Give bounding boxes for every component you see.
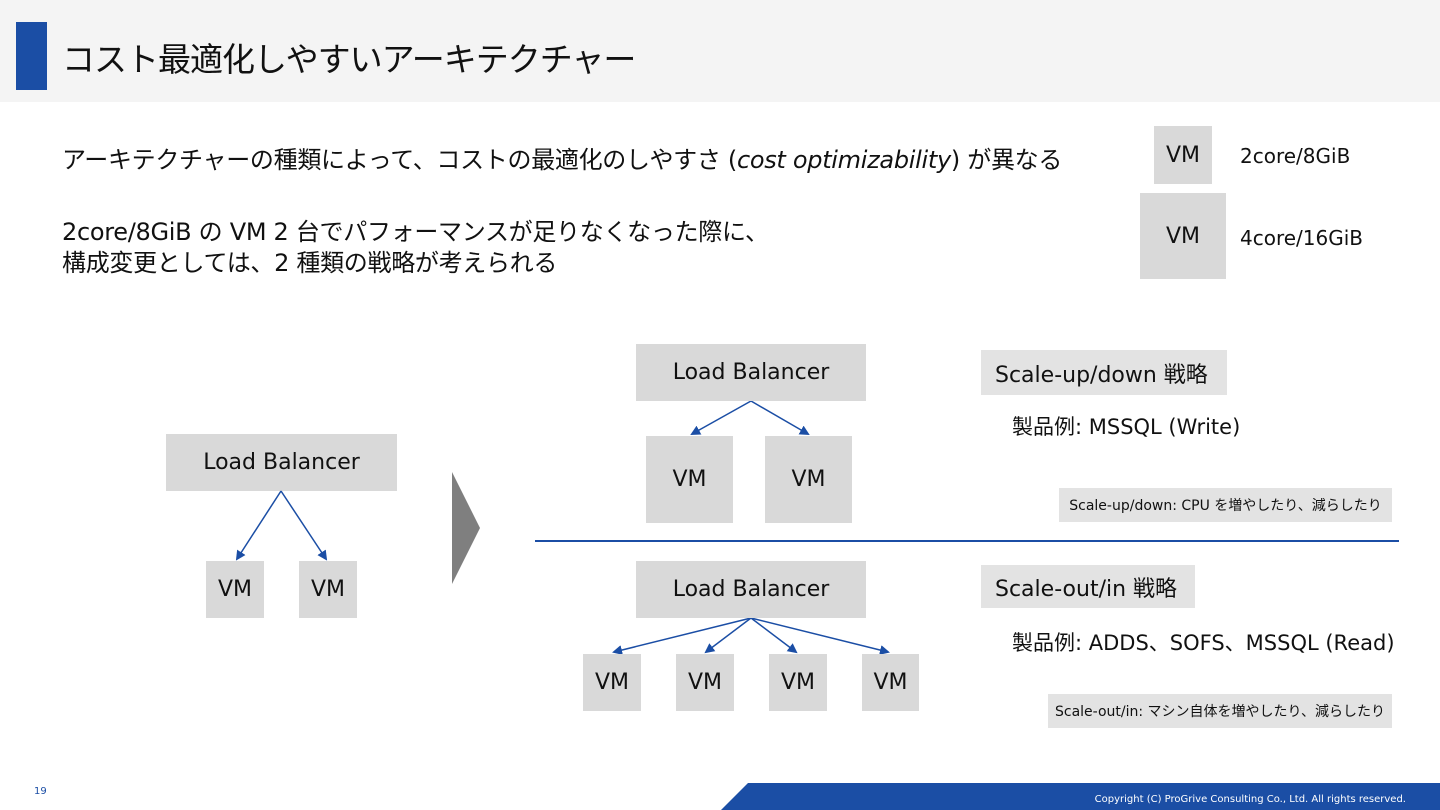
scale-out-vm-1: VM bbox=[583, 654, 641, 711]
current-vm-1: VM bbox=[206, 561, 264, 618]
scenario-line-1: 2core/8GiB の VM 2 台でパフォーマンスが足りなくなった際に、 bbox=[62, 218, 769, 246]
scale-up-example: 製品例: MSSQL (Write) bbox=[1012, 415, 1241, 439]
current-load-balancer: Load Balancer bbox=[166, 434, 397, 491]
connector-line bbox=[750, 617, 798, 654]
legend-spec-small: 2core/8GiB bbox=[1240, 144, 1351, 168]
scale-up-strategy-title: Scale-up/down 戦略 bbox=[981, 350, 1227, 395]
copyright-text: Copyright (C) ProGrive Consulting Co., L… bbox=[1094, 794, 1406, 805]
page-number: 19 bbox=[34, 786, 47, 797]
legend-vm-large: VM bbox=[1140, 193, 1226, 279]
slide-title: コスト最適化しやすいアーキテクチャー bbox=[62, 40, 636, 79]
scale-out-vm-3: VM bbox=[769, 654, 827, 711]
connector-line bbox=[280, 490, 328, 561]
connector-line bbox=[235, 490, 282, 561]
scale-out-note: Scale-out/in: マシン自体を増やしたり、減らしたり bbox=[1048, 694, 1392, 728]
scale-up-vm-2: VM bbox=[765, 436, 852, 523]
intro-italic-term: cost optimizability bbox=[736, 146, 951, 174]
scale-out-example: 製品例: ADDS、SOFS、MSSQL (Read) bbox=[1012, 631, 1395, 655]
connector-line bbox=[612, 617, 752, 655]
scale-out-vm-2: VM bbox=[676, 654, 734, 711]
scale-up-vm-1: VM bbox=[646, 436, 733, 523]
header-band bbox=[0, 0, 1440, 102]
transition-arrow-icon bbox=[452, 472, 480, 584]
intro-text: アーキテクチャーの種類によって、コストの最適化のしやすさ (cost optim… bbox=[62, 146, 1063, 174]
title-accent-bar bbox=[16, 22, 47, 90]
connector-line bbox=[704, 617, 752, 654]
scale-out-strategy-title: Scale-out/in 戦略 bbox=[981, 565, 1195, 608]
connector-line bbox=[750, 617, 890, 655]
scale-up-note: Scale-up/down: CPU を増やしたり、減らしたり bbox=[1059, 488, 1392, 522]
section-divider bbox=[535, 540, 1399, 542]
scale-up-load-balancer: Load Balancer bbox=[636, 344, 866, 401]
scale-out-vm-4: VM bbox=[862, 654, 919, 711]
connector-line bbox=[690, 400, 752, 435]
scale-out-load-balancer: Load Balancer bbox=[636, 561, 866, 618]
legend-spec-large: 4core/16GiB bbox=[1240, 226, 1364, 250]
connector-line bbox=[750, 400, 810, 436]
legend-vm-small: VM bbox=[1154, 126, 1212, 184]
scenario-line-2: 構成変更としては、2 種類の戦略が考えられる bbox=[62, 249, 558, 277]
current-vm-2: VM bbox=[299, 561, 357, 618]
